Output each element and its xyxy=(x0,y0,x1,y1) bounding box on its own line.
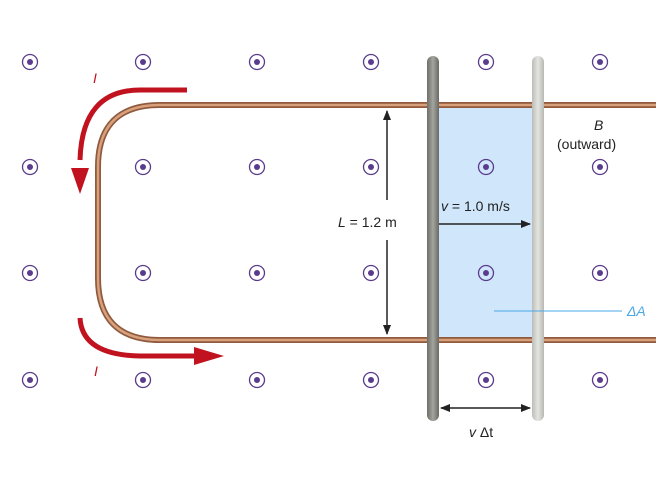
length-label: L = 1.2 m xyxy=(338,214,397,230)
field-label-direction: (outward) xyxy=(557,136,616,152)
dot-in-circle-icon xyxy=(21,264,39,282)
dot-in-circle-icon xyxy=(477,371,495,389)
dot-in-circle-icon xyxy=(21,53,39,71)
swept-area xyxy=(433,106,538,339)
velocity-symbol: v xyxy=(441,198,449,214)
velocity-value: = 1.0 m/s xyxy=(448,198,510,214)
dot-in-circle-icon xyxy=(591,264,609,282)
dot-in-circle-icon xyxy=(362,158,380,176)
dot-in-circle-icon xyxy=(362,53,380,71)
dot-in-circle-icon xyxy=(134,264,152,282)
dot-in-circle-icon xyxy=(591,53,609,71)
dot-in-circle-icon xyxy=(248,371,266,389)
length-symbol: L xyxy=(338,214,346,230)
length-value: = 1.2 m xyxy=(346,214,397,230)
current-arrow-top-head xyxy=(71,168,89,194)
displacement-v: v xyxy=(469,424,477,440)
u-shaped-rail-highlight xyxy=(96,103,656,342)
dot-in-circle-icon xyxy=(248,158,266,176)
magnetic-field-grid xyxy=(21,53,609,389)
displacement-dt: Δt xyxy=(476,424,493,440)
dot-in-circle-icon xyxy=(21,371,39,389)
displacement-label: v Δt xyxy=(469,424,493,440)
dot-in-circle-icon xyxy=(591,158,609,176)
dot-in-circle-icon xyxy=(134,53,152,71)
rod-later-position xyxy=(532,56,544,421)
moving-rod xyxy=(427,56,439,421)
current-label-bottom: I xyxy=(94,363,98,379)
current-arrow-bottom xyxy=(77,317,196,359)
dot-in-circle-icon xyxy=(477,158,495,176)
dot-in-circle-icon xyxy=(477,53,495,71)
dot-in-circle-icon xyxy=(21,158,39,176)
current-arrow-bottom-head xyxy=(194,347,224,365)
dot-in-circle-icon xyxy=(134,371,152,389)
field-label-symbol: B xyxy=(594,117,603,133)
dot-in-circle-icon xyxy=(362,371,380,389)
area-label: ΔA xyxy=(626,303,646,319)
dot-in-circle-icon xyxy=(248,264,266,282)
current-label-top: I xyxy=(93,70,97,86)
current-arrow-top xyxy=(77,87,187,161)
dot-in-circle-icon xyxy=(591,371,609,389)
velocity-label: v = 1.0 m/s xyxy=(441,198,510,214)
dot-in-circle-icon xyxy=(134,158,152,176)
dot-in-circle-icon xyxy=(362,264,380,282)
dot-in-circle-icon xyxy=(477,264,495,282)
dot-in-circle-icon xyxy=(248,53,266,71)
